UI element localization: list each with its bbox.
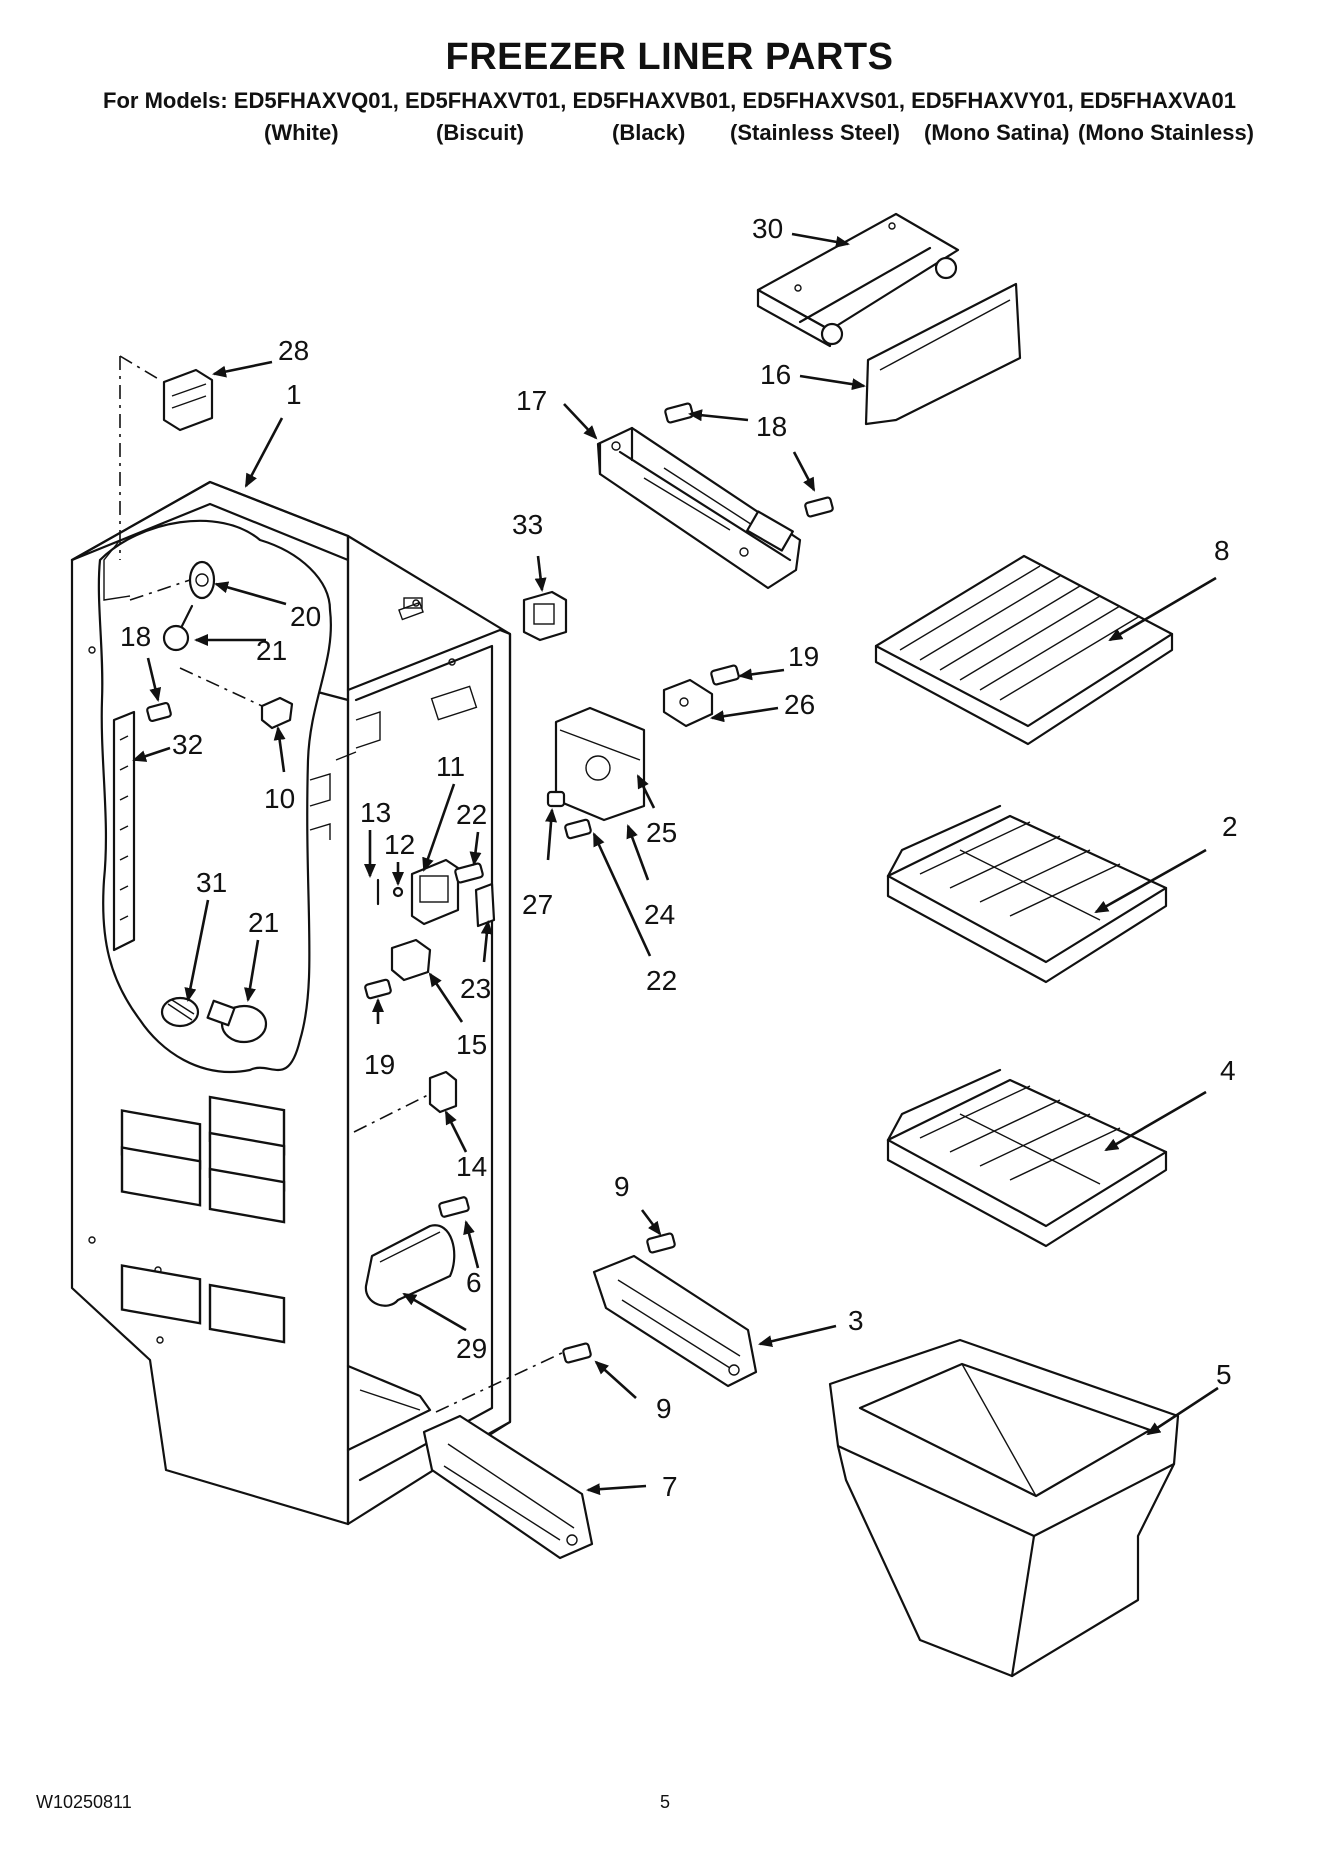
callout-18: 18 bbox=[756, 411, 787, 442]
part-22-screw-lower bbox=[454, 862, 484, 884]
part-9-screw-lower bbox=[435, 1342, 592, 1413]
callout-10: 10 bbox=[264, 783, 295, 814]
callout-18-left: 18 bbox=[120, 621, 151, 652]
part-18-screws-top bbox=[664, 402, 834, 518]
part-31-socket bbox=[160, 996, 200, 1028]
color-white: (White) bbox=[264, 120, 339, 145]
callout-17: 17 bbox=[516, 385, 547, 416]
leader-arrows bbox=[132, 232, 1219, 1496]
callout-21-lower: 21 bbox=[248, 907, 279, 938]
part-2-shelf bbox=[886, 804, 1168, 984]
callout-15: 15 bbox=[456, 1029, 487, 1060]
part-27-knob bbox=[546, 790, 566, 808]
callout-8: 8 bbox=[1214, 535, 1230, 566]
callout-19: 19 bbox=[788, 641, 819, 672]
part-30-hinge-cover bbox=[756, 212, 960, 348]
callout-31: 31 bbox=[196, 867, 227, 898]
part-18-screw-left bbox=[146, 701, 172, 723]
part-28-clip bbox=[119, 355, 214, 560]
part-22-screw-upper bbox=[564, 818, 592, 840]
part-25-control-housing bbox=[554, 706, 646, 822]
part-4-shelf bbox=[886, 1068, 1168, 1248]
part-12-screw-small bbox=[392, 886, 404, 898]
callout-3: 3 bbox=[848, 1305, 864, 1336]
part-7-rail bbox=[422, 1414, 594, 1560]
callout-9: 9 bbox=[614, 1171, 630, 1202]
part-21-bulb-lower bbox=[206, 999, 268, 1044]
model-list: For Models: ED5FHAXVQ01, ED5FHAXVT01, ED… bbox=[103, 88, 1236, 113]
part-19-screw-upper bbox=[710, 664, 740, 686]
page-number: 5 bbox=[660, 1792, 671, 1812]
callout-32: 32 bbox=[172, 729, 203, 760]
part-14-bracket bbox=[353, 1070, 458, 1133]
part-21-bulb-top bbox=[162, 604, 194, 652]
color-black: (Black) bbox=[612, 120, 686, 145]
callout-5: 5 bbox=[1216, 1359, 1232, 1390]
callout-33: 33 bbox=[512, 509, 543, 540]
part-9-screw-upper bbox=[646, 1232, 676, 1254]
part-3-rail bbox=[592, 1254, 758, 1388]
callout-13: 13 bbox=[360, 797, 391, 828]
page-title: FREEZER LINER PARTS bbox=[445, 36, 894, 78]
part-17-housing bbox=[596, 426, 802, 590]
callout-1: 1 bbox=[286, 379, 302, 410]
part-16-panel bbox=[864, 282, 1022, 426]
light-housing-cutaway bbox=[97, 519, 423, 1073]
callout-30: 30 bbox=[752, 213, 783, 244]
part-26-board bbox=[662, 678, 714, 728]
part-6-screw bbox=[438, 1196, 470, 1218]
callout-11: 11 bbox=[436, 751, 465, 782]
callout-labels: 30 16 17 18 18 28 1 33 8 20 21 18 19 26 … bbox=[120, 213, 1238, 1502]
color-mono-stainless: (Mono Stainless) bbox=[1078, 120, 1255, 145]
part-29-duct bbox=[364, 1224, 456, 1307]
callout-29: 29 bbox=[456, 1333, 487, 1364]
callout-2: 2 bbox=[1222, 811, 1238, 842]
callout-9-lower: 9 bbox=[656, 1393, 672, 1424]
document-number: W10250811 bbox=[36, 1792, 132, 1812]
callout-16: 16 bbox=[760, 359, 791, 390]
callout-6: 6 bbox=[466, 1267, 482, 1298]
callout-14: 14 bbox=[456, 1151, 487, 1182]
part-15-board bbox=[390, 938, 432, 982]
callout-12: 12 bbox=[384, 829, 415, 860]
part-20-lamp-socket bbox=[129, 560, 216, 601]
part-23-clip bbox=[474, 882, 496, 928]
color-stainless-steel: (Stainless Steel) bbox=[730, 120, 900, 145]
callout-26: 26 bbox=[784, 689, 815, 720]
color-biscuit: (Biscuit) bbox=[436, 120, 524, 145]
callout-21: 21 bbox=[256, 635, 287, 666]
part-5-bin bbox=[828, 1338, 1180, 1678]
part-32-strip bbox=[112, 710, 136, 952]
liner-vents bbox=[120, 1095, 286, 1344]
callout-19-lower: 19 bbox=[364, 1049, 395, 1080]
part-33-bracket bbox=[522, 590, 568, 642]
callout-7: 7 bbox=[662, 1471, 678, 1502]
callout-24: 24 bbox=[644, 899, 675, 930]
callout-23: 23 bbox=[460, 973, 491, 1004]
callout-22-lower: 22 bbox=[646, 965, 677, 996]
part-10-bracket bbox=[179, 667, 294, 730]
callout-28: 28 bbox=[278, 335, 309, 366]
part-8-shelf bbox=[874, 554, 1174, 746]
callout-20: 20 bbox=[290, 601, 321, 632]
callout-25: 25 bbox=[646, 817, 677, 848]
callout-27: 27 bbox=[522, 889, 553, 920]
callout-22: 22 bbox=[456, 799, 487, 830]
callout-4: 4 bbox=[1220, 1055, 1236, 1086]
part-19-screw-lower bbox=[364, 978, 392, 1000]
color-mono-satina: (Mono Satina) bbox=[924, 120, 1070, 145]
part-11-switch bbox=[410, 858, 460, 926]
